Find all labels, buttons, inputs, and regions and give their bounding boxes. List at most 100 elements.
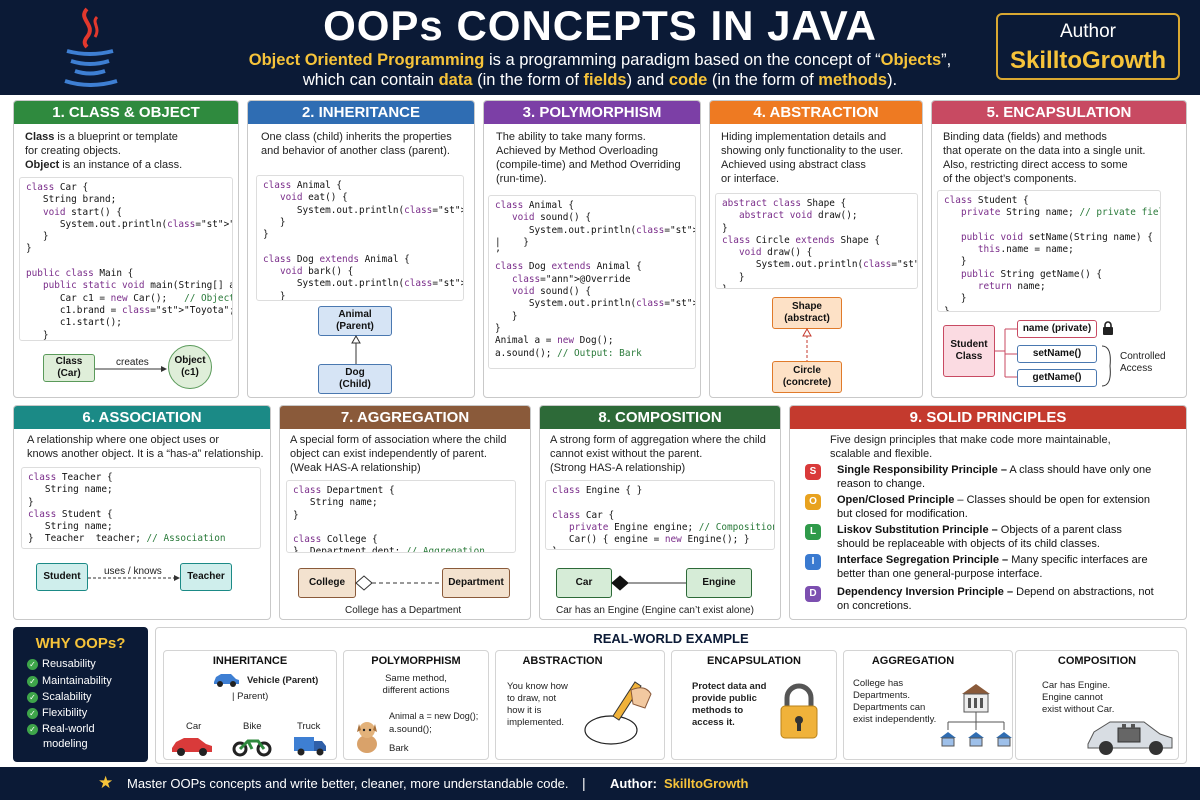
code-line: class Dog extends Animal { [495,261,642,273]
uses-knows-label: uses / knows [104,566,162,577]
code-line: class Dog extends Animal { [263,253,410,265]
check-icon: ✓ [27,723,38,735]
why-oops-title: WHY OOPs? [35,635,126,652]
code-line: void sound() { [511,286,591,298]
code-line: a.sound(); // Output: Bark [495,347,642,359]
footer-author-name: SkilltoGrowth [664,776,749,791]
solid-principle-desc: A class should have only one reason to c… [837,464,1152,490]
code-line: void sound() { [511,212,591,224]
vehicle-parent-label: Vehicle (Parent) [247,675,319,686]
code-line: Animal a = new Dog(); [495,335,614,347]
realworld-title: REAL-WORLD EXAMPLE [593,631,749,646]
code-line: } [944,305,950,312]
solid-principle-name: Dependency Inversion Principle – [837,586,1014,598]
solid-principle-text: Interface Segregation Principle – Many s… [837,553,1157,581]
check-icon: ✓ [27,658,38,670]
controlled-access-brace [1101,345,1111,387]
inheritance-code: class Animal { void eat() { System.out.p… [256,175,464,301]
rw-composition-title: COMPOSITION [1057,655,1137,667]
solid-desc: Five design principles that make code mo… [830,434,1111,460]
solid-principle-text: Liskov Substitution Principle – Objects … [837,523,1157,551]
why-item: ✓Flexibility [27,706,87,720]
code-line: } [263,229,269,241]
code-line: class Circle extends Shape { [722,234,881,246]
code-line [263,241,457,253]
solid-letter-badge: L [805,524,821,540]
java-logo-icon [64,7,118,87]
page-title: OOPs CONCEPTS IN JAVA [323,2,877,49]
code-line: System.out.println(class="st">"Drawing C… [722,259,917,271]
star-icon: ★ [98,773,114,792]
code-line: ’ [495,249,501,261]
solid-principle-text: Open/Closed Principle – Classes should b… [837,493,1157,521]
solid-principle-name: Single Responsibility Principle – [837,464,1007,476]
dog-icon [357,722,377,753]
solid-letter-badge: S [805,464,821,480]
code-line: class Student { [28,508,113,520]
student-box: Student [36,563,88,591]
composition-diamond-arrow [611,575,686,591]
rw-inheritance-title: INHERITANCE [212,655,288,667]
polymorphism-desc: The ability to take many forms.Achieved … [496,131,681,185]
controlled-access-label: Controlled Access [1120,351,1166,374]
encapsulation-code: class Student { private String name; // … [937,190,1161,312]
footer-text: Master OOPs concepts and write better, c… [127,776,569,791]
solid-principle-desc: Depend on abstractions, not on concretio… [837,586,1154,612]
padlock-icon [780,683,818,739]
shape-abstract-box: Shape (abstract) [772,297,842,329]
code-line: } [944,293,967,305]
class-object-code: class Car { String brand; void start() {… [19,177,233,341]
code-line: void start() { [42,206,122,218]
drawing-hand-icon [584,681,652,745]
code-line: String brand; [26,194,117,206]
code-line: class Department { [293,485,395,496]
code-line: } [26,243,32,255]
lock-icon [1103,321,1113,335]
code-line: String name; [293,497,378,509]
code-line: class Car { [552,509,615,521]
code-line [26,256,226,268]
red-car-icon [172,738,212,756]
why-item: ✓Real-world [27,722,95,736]
code-line: void eat() { [279,192,348,204]
teacher-box: Teacher [180,563,232,591]
car-box: Car [556,568,612,598]
name-private-field: name (private) [1017,320,1097,338]
code-line: class Engine { } [552,485,643,496]
solid-principle-name: Liskov Substitution Principle – [837,524,998,536]
card-heading: 8. COMPOSITION [540,406,780,429]
rw-truck-label: Truck [297,721,321,732]
code-line: c1.brand = class="st">"Toyota"; [26,304,233,316]
footer-author-label: Author: [610,776,657,791]
solid-card: 9. SOLID PRINCIPLES [789,405,1187,620]
code-line: System.out.println(class="st">"Car Start… [26,218,232,230]
code-line: Car() { engine = new Engine(); } [552,534,750,546]
page-subtitle: Object Oriented Programming is a program… [248,51,952,89]
inherits-arrow [351,334,361,364]
code-line: System.out.println(class="st">"Some Soun… [495,224,695,236]
solid-letter-badge: O [805,494,821,510]
card-heading: 9. SOLID PRINCIPLES [790,406,1186,429]
dog-child-box: Dog (Child) [318,364,392,394]
code-line: } Teacher teacher; // Association [28,533,226,545]
code-line: } [944,256,967,268]
why-item: ✓Maintainability [27,674,112,688]
code-line: System.out.println(class="st">"Barking")… [263,278,463,290]
code-line: public class Main { [26,268,134,280]
department-box: Department [442,568,510,598]
inheritance-desc: One class (child) inherits the propertie… [261,131,452,157]
code-line: String name; [28,484,113,496]
code-line: public void setName(String name) { [960,231,1153,243]
solid-principle-desc: – Classes should be open for extension b… [837,494,1151,520]
code-line: abstract void draw(); [738,210,858,222]
class-object-desc: Class is a blueprint or template for cre… [25,131,183,171]
class-car-box: Class (Car) [43,354,95,382]
rw-polymorphism-desc: Same method,different actions [382,673,450,696]
code-line: } Department dept; // Aggregation [293,546,485,553]
code-line: } [722,222,728,234]
code-line [552,497,768,509]
code-line: } [495,310,518,322]
rw-encapsulation-title: ENCAPSULATION [707,655,801,667]
